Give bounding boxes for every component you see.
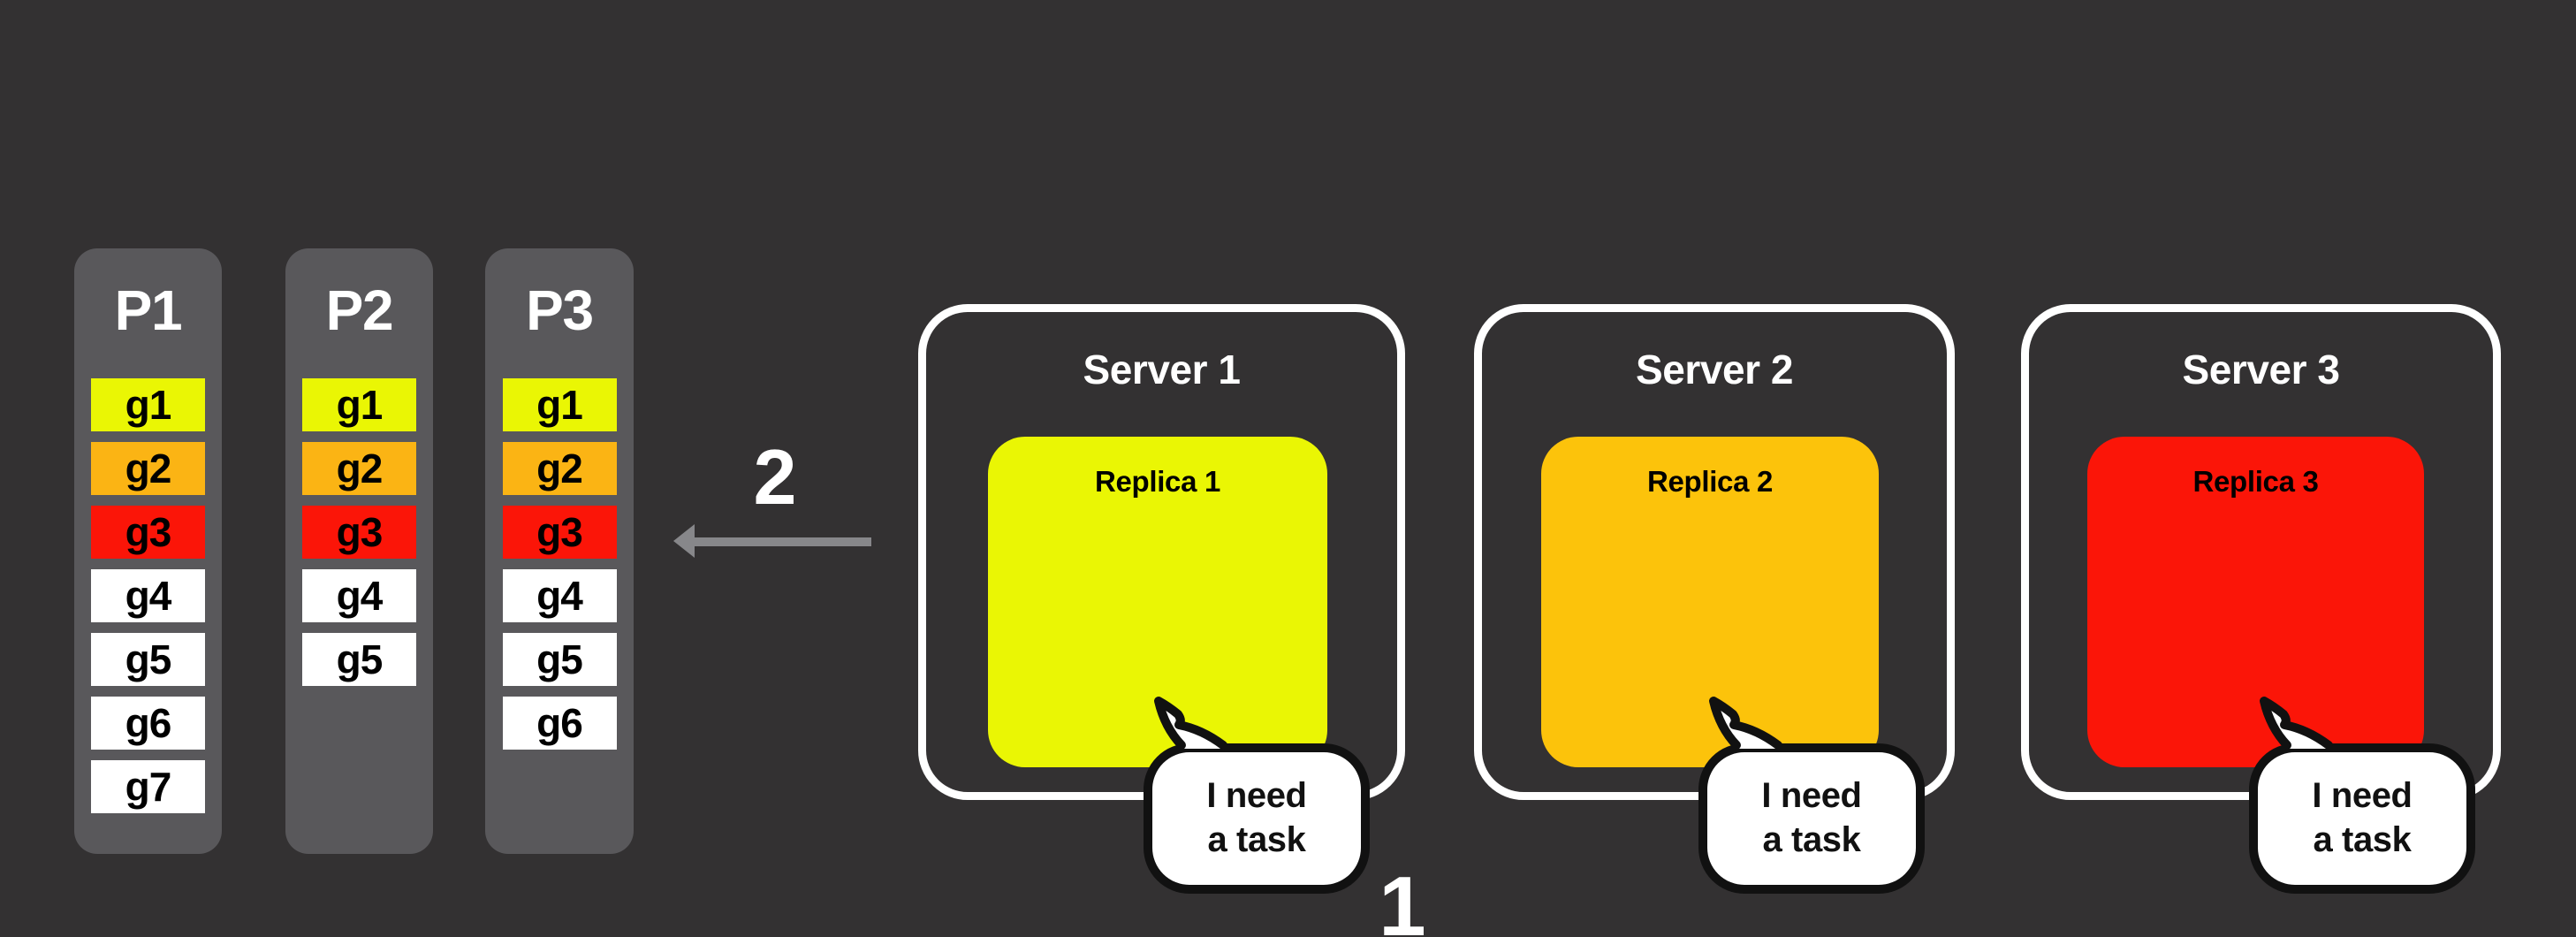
task-cell-p1-g3: g3 — [91, 506, 205, 559]
task-list: g1 g2 g3 g4 g5 g6 — [485, 378, 634, 750]
task-list: g1 g2 g3 g4 g5 — [285, 378, 433, 686]
partition-title: P1 — [114, 278, 183, 342]
bubble-text-line1: I need — [1761, 776, 1862, 816]
partition-column-p2: P2 g1 g2 g3 g4 g5 — [285, 248, 433, 854]
replica-box-2: Replica 2 — [1541, 437, 1879, 767]
task-cell-p1-g7: g7 — [91, 760, 205, 813]
bubble-text-line1: I need — [2312, 776, 2413, 816]
task-cell-p2-g2: g2 — [302, 442, 416, 495]
task-cell-p1-g6: g6 — [91, 697, 205, 750]
task-cell-p3-g5: g5 — [502, 633, 617, 686]
server-title: Server 2 — [1636, 347, 1793, 392]
speech-bubble-body: I need a task — [2249, 743, 2475, 894]
task-cell-p1-g4: g4 — [91, 569, 205, 622]
speech-bubble-3: I need a task — [2249, 697, 2475, 894]
step-2-label: 2 — [753, 433, 797, 521]
task-cell-p2-g3: g3 — [302, 506, 416, 559]
task-cell-p1-g1: g1 — [91, 378, 205, 431]
bubble-text-line2: a task — [2313, 820, 2412, 859]
task-cell-p2-g1: g1 — [302, 378, 416, 431]
speech-bubble-body: I need a task — [1144, 743, 1370, 894]
speech-bubble-tail-icon — [1709, 697, 1782, 750]
replica-label: Replica 3 — [2192, 465, 2319, 498]
partition-column-p1: P1 g1 g2 g3 g4 g5 g6 g7 — [74, 248, 222, 854]
task-cell-p3-g6: g6 — [502, 697, 617, 750]
task-cell-p3-g4: g4 — [502, 569, 617, 622]
bubble-text-line2: a task — [1207, 820, 1306, 859]
task-cell-p3-g1: g1 — [502, 378, 617, 431]
partition-title: P2 — [325, 278, 394, 342]
replica-label: Replica 1 — [1095, 465, 1220, 498]
server-title: Server 1 — [1083, 347, 1241, 392]
bubble-text-line2: a task — [1762, 820, 1861, 859]
speech-bubble-1: I need a task — [1144, 697, 1370, 894]
left-arrow-icon — [673, 524, 871, 558]
speech-bubble-tail-icon — [2260, 697, 2333, 750]
speech-bubble-tail-icon — [1154, 697, 1227, 750]
task-cell-p1-g5: g5 — [91, 633, 205, 686]
partition-column-p3: P3 g1 g2 g3 g4 g5 g6 — [485, 248, 634, 854]
task-cell-p2-g5: g5 — [302, 633, 416, 686]
task-cell-p2-g4: g4 — [302, 569, 416, 622]
speech-bubble-2: I need a task — [1698, 697, 1925, 894]
partition-title: P3 — [526, 278, 594, 342]
task-cell-p3-g2: g2 — [502, 442, 617, 495]
speech-bubble-body: I need a task — [1698, 743, 1925, 894]
step-1-label: 1 — [1379, 859, 1426, 937]
replica-label: Replica 2 — [1647, 465, 1773, 498]
bubble-text-line1: I need — [1206, 776, 1307, 816]
task-list: g1 g2 g3 g4 g5 g6 g7 — [74, 378, 222, 813]
server-title: Server 3 — [2182, 347, 2340, 392]
task-cell-p3-g3: g3 — [502, 506, 617, 559]
task-cell-p1-g2: g2 — [91, 442, 205, 495]
replica-box-3: Replica 3 — [2087, 437, 2424, 767]
